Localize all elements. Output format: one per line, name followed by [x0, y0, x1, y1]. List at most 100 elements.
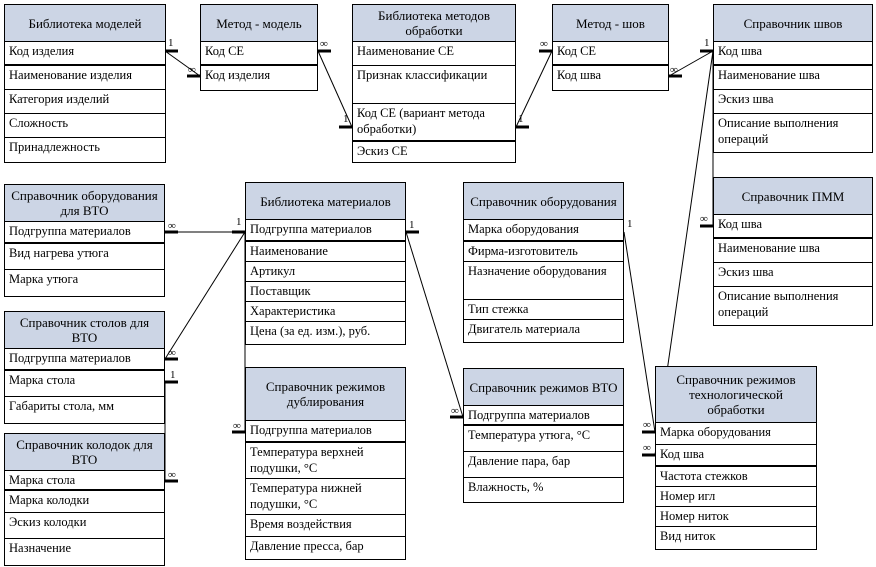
field-row: Давление пара, бар: [464, 452, 623, 478]
table-title: Справочник оборудования для ВТО: [5, 185, 164, 222]
table-ref-vto-tables: Справочник столов для ВТО Подгруппа мате…: [4, 311, 165, 424]
field-row: Марка оборудования: [464, 220, 623, 242]
field-row: Наименование изделия: [5, 66, 165, 90]
field-row: Код изделия: [205, 68, 271, 82]
table-title: Библиотека материалов: [246, 183, 405, 220]
table-title: Справочник режимов ВТО: [464, 369, 623, 406]
table-title: Справочник режимов дублирования: [246, 368, 405, 421]
card-many: ∞: [168, 220, 176, 232]
table-library-methods: Библиотека методов обработки Наименовани…: [352, 4, 516, 163]
card-1: 1: [627, 218, 633, 230]
card-many: ∞: [168, 347, 176, 359]
table-title: Метод - шов: [553, 5, 668, 42]
field-row: Наименование шва: [714, 66, 872, 90]
field-row: Подгруппа материалов: [246, 220, 405, 242]
field-row: Код СЕ: [553, 42, 668, 66]
field-row: Сложность: [5, 114, 165, 138]
rel-methodseam-refseams: [668, 50, 714, 77]
field-row: Описание выполнения операций: [718, 116, 839, 146]
table-library-materials: Библиотека материалов Подгруппа материал…: [245, 182, 406, 345]
field-row: Влажность, %: [468, 480, 544, 494]
field-row: Эскиз СЕ: [357, 144, 408, 158]
rel-libmethods-methodseam: [515, 50, 553, 128]
field-row: Цена (за ед. изм.), руб.: [250, 324, 371, 338]
field-row: Вид нагрева утюга: [5, 244, 164, 270]
table-title: Метод - модель: [201, 5, 317, 42]
table-ref-pads: Справочник колодок для ВТО Марка стола М…: [4, 433, 165, 566]
card-1: 1: [170, 369, 176, 381]
field-row: Частота стежков: [656, 467, 816, 487]
card-many: ∞: [233, 420, 241, 432]
field-row: Код шва: [714, 215, 872, 239]
table-title: Справочник режимов технологической обраб…: [656, 367, 816, 423]
field-row: Поставщик: [246, 282, 405, 302]
field-row: Подгруппа материалов: [5, 222, 164, 244]
table-title: Библиотека моделей: [5, 5, 165, 42]
field-row: Габариты стола, мм: [9, 399, 115, 413]
card-1: 1: [236, 216, 242, 228]
field-row: Код СЕ (вариант метода обработки): [353, 104, 515, 142]
table-method-model: Метод - модель Код СЕ Код изделия: [200, 4, 318, 91]
field-row: Вид ниток: [660, 529, 716, 543]
field-row: Признак классификации: [353, 66, 515, 104]
field-row: Температура нижней подушки, °С: [246, 479, 405, 515]
table-ref-duplication: Справочник режимов дублирования Подгрупп…: [245, 367, 406, 560]
card-1: 1: [343, 113, 349, 125]
table-title: Справочник ПММ: [714, 178, 872, 215]
field-row: Марка стола: [5, 471, 164, 491]
table-title: Справочник столов для ВТО: [5, 312, 164, 349]
field-row: Тип стежка: [464, 300, 623, 320]
field-row: Категория изделий: [5, 90, 165, 114]
field-row: Назначение оборудования: [464, 262, 623, 300]
field-row: Марка стола: [5, 371, 164, 397]
field-row: Характеристика: [246, 302, 405, 322]
field-row: Номер ниток: [656, 507, 816, 527]
table-ref-vto-modes: Справочник режимов ВТО Подгруппа материа…: [463, 368, 624, 503]
field-row: Марка утюга: [9, 272, 79, 286]
rel-materials-vtotables: [164, 231, 246, 360]
card-many: ∞: [188, 64, 196, 76]
card-1: 1: [518, 113, 524, 125]
card-1: 1: [704, 37, 710, 49]
card-1: 1: [409, 219, 415, 231]
table-ref-tech-modes: Справочник режимов технологической обраб…: [655, 366, 817, 550]
rel-materials-vtomodes: [405, 231, 464, 418]
table-library-models: Библиотека моделей Код изделия Наименова…: [4, 4, 166, 163]
table-ref-pmm: Справочник ПММ Код шва Наименование шва …: [713, 177, 873, 326]
table-title: Библиотека методов обработки: [353, 5, 515, 42]
field-row: Код СЕ: [201, 42, 317, 66]
card-many: ∞: [320, 38, 328, 50]
table-method-seam: Метод - шов Код СЕ Код шва: [552, 4, 669, 91]
rel-equipment-techmodes: [623, 231, 656, 433]
rel-methodmodel-libmethods: [317, 50, 353, 128]
field-row: Температура утюга, °С: [464, 426, 623, 452]
field-row: Наименование: [246, 242, 405, 262]
field-row: Принадлежность: [9, 140, 100, 154]
field-row: Номер игл: [656, 487, 816, 507]
field-row: Назначение: [9, 541, 72, 555]
field-row: Фирма-изготовитель: [464, 242, 623, 262]
card-1: 1: [168, 37, 174, 49]
field-row: Марка колодки: [5, 491, 164, 513]
card-many: ∞: [700, 213, 708, 225]
card-many: ∞: [670, 64, 678, 76]
field-row: Эскиз колодки: [5, 513, 164, 539]
field-row: Наименование шва: [714, 239, 872, 263]
field-row: Код шва: [714, 42, 872, 66]
table-title: Справочник колодок для ВТО: [5, 434, 164, 471]
field-row: Подгруппа материалов: [5, 349, 164, 371]
field-row: Наименование СЕ: [353, 42, 515, 66]
table-title: Справочник оборудования: [464, 183, 623, 220]
field-row: Код шва: [557, 68, 602, 82]
field-row: Эскиз шва: [714, 90, 872, 114]
table-ref-equipment: Справочник оборудования Марка оборудован…: [463, 182, 624, 343]
rel-models-methodmodel: [164, 50, 201, 77]
field-row: Марка оборудования: [656, 423, 816, 445]
field-row: Подгруппа материалов: [246, 421, 405, 443]
table-ref-vto-equipment: Справочник оборудования для ВТО Подгрупп…: [4, 184, 165, 297]
card-many: ∞: [643, 442, 651, 454]
card-many: ∞: [451, 405, 459, 417]
field-row: Код шва: [656, 445, 816, 467]
